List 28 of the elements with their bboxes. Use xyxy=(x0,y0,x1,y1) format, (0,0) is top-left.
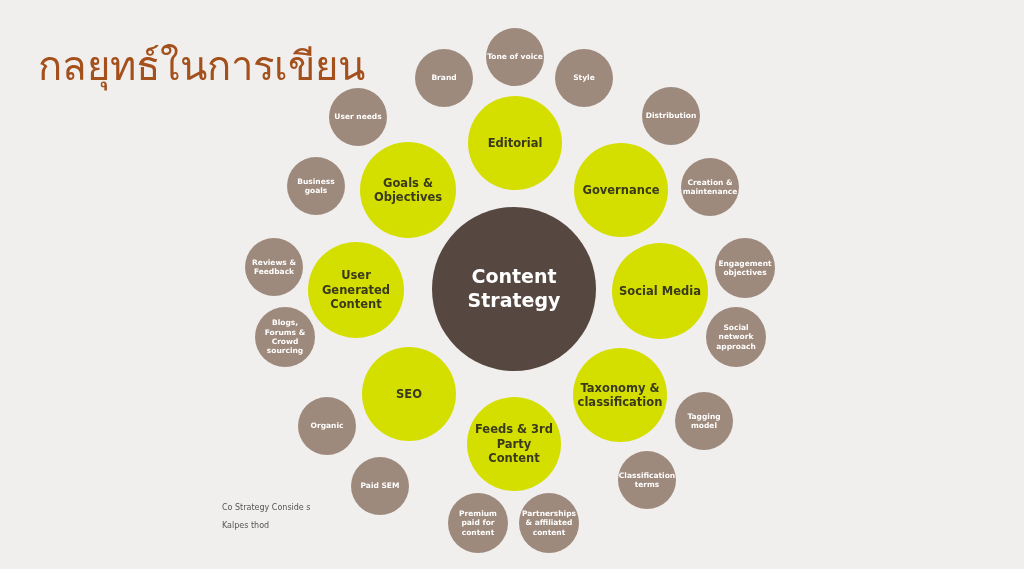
circle-label: Social Media xyxy=(619,283,701,299)
subtopic-circle xyxy=(486,28,544,86)
subtopic-circle xyxy=(681,158,739,216)
subtopic-circle xyxy=(519,493,579,553)
subtopic-circle xyxy=(618,451,676,509)
circle-label: Goals & Objectives xyxy=(372,175,444,205)
circle-label: Editorial xyxy=(487,135,543,151)
subtopic-circle xyxy=(351,457,409,515)
subtopic-circle xyxy=(675,392,733,450)
circle-label: User Generated Content xyxy=(320,268,392,312)
credit-note: Kalpes thod xyxy=(222,521,270,530)
circle-label: Taxonomy & classification xyxy=(576,380,664,410)
subtopic-circle xyxy=(555,49,613,107)
circle-label: SEO xyxy=(396,386,422,402)
subtopic-circle xyxy=(415,49,473,107)
circle-label: Feeds & 3rd Party Content xyxy=(474,422,554,466)
subtopic-circle xyxy=(287,157,345,215)
subtopic-circle xyxy=(706,307,766,367)
subtopic-circle xyxy=(245,238,303,296)
subtopic-circle xyxy=(448,493,508,553)
circle-label: Governance xyxy=(582,182,660,198)
credit-note: Co Strategy Conside s xyxy=(222,503,311,512)
page-title: กลยุทธ์ในการเขียน xyxy=(38,42,365,93)
subtopic-circle xyxy=(255,307,315,367)
subtopic-circle xyxy=(715,238,775,298)
circle-label: Content Strategy xyxy=(466,265,562,313)
subtopic-circle xyxy=(298,397,356,455)
subtopic-circle xyxy=(642,87,700,145)
